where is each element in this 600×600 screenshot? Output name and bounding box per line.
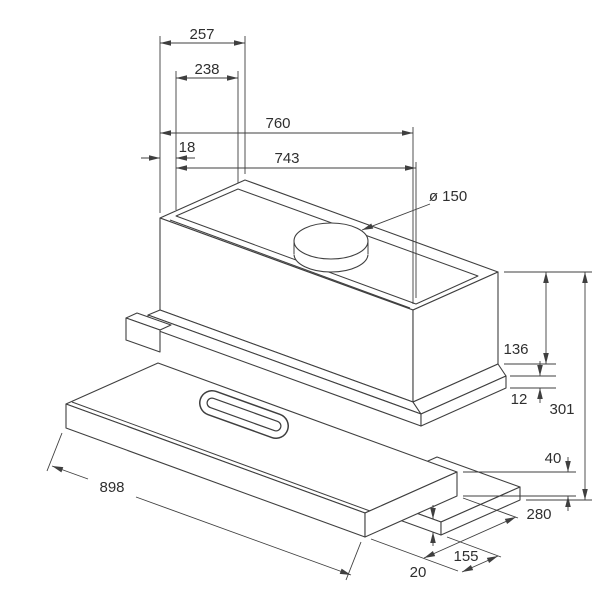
dim-visor-depth: 280 bbox=[370, 497, 552, 572]
dim-20-label: 20 bbox=[410, 564, 427, 581]
dim-visor-front-height: 40 bbox=[463, 450, 576, 511]
dim-760-label: 760 bbox=[265, 115, 290, 132]
dim-12-label: 12 bbox=[511, 391, 528, 408]
dim-bottom-plate-height: 20 bbox=[410, 505, 436, 581]
dimensions: 257 238 760 743 18 ø 150 bbox=[46, 26, 592, 581]
top-bevel-line bbox=[169, 219, 411, 309]
visor-right-face bbox=[364, 471, 458, 538]
dim-18-label: 18 bbox=[179, 139, 196, 156]
dim-150-label: ø 150 bbox=[429, 188, 467, 205]
hood-body bbox=[159, 179, 499, 403]
handle-recess bbox=[199, 390, 289, 439]
dim-743-label: 743 bbox=[274, 150, 299, 167]
visor-front-bevel bbox=[71, 401, 371, 512]
dim-898-label: 898 bbox=[99, 479, 124, 496]
duct-top-ring bbox=[293, 222, 369, 260]
dim-body-width: 760 bbox=[160, 115, 414, 304]
dim-bottom-protrusion: 155 bbox=[446, 536, 502, 573]
dim-280-label: 280 bbox=[526, 506, 551, 523]
dim-plateau-offset: 18 bbox=[141, 139, 196, 161]
dim-plateau-width: 743 bbox=[176, 150, 417, 298]
visor-panel bbox=[65, 362, 458, 538]
dim-top-depth-outer: 257 bbox=[159, 26, 246, 213]
duct-collar bbox=[293, 222, 369, 273]
flange-right-face bbox=[420, 375, 507, 427]
dim-body-height: 136 bbox=[503, 271, 592, 365]
top-plateau-outline bbox=[175, 188, 479, 305]
dim-visor-width: 898 bbox=[46, 432, 362, 581]
bracket-front-face bbox=[125, 317, 161, 353]
left-rail-bracket bbox=[125, 312, 172, 353]
dim-155-label: 155 bbox=[453, 548, 478, 565]
lower-flange bbox=[147, 309, 507, 427]
dim-301-label: 301 bbox=[549, 401, 574, 418]
dim-duct-diameter: ø 150 bbox=[361, 188, 467, 231]
dim-136-label: 136 bbox=[503, 341, 528, 358]
duct-base-arc bbox=[293, 253, 369, 273]
dim-238-label: 238 bbox=[194, 61, 219, 78]
dim-257-label: 257 bbox=[189, 26, 214, 43]
dim-40-label: 40 bbox=[545, 450, 562, 467]
dim-flange-height: 12 bbox=[510, 361, 556, 408]
dim-total-height: 301 bbox=[526, 272, 592, 501]
dim-top-depth-inner: 238 bbox=[175, 61, 239, 210]
